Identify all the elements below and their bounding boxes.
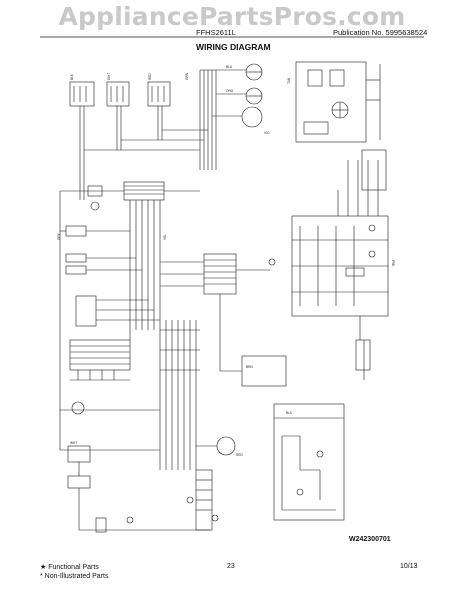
center-connector bbox=[60, 181, 200, 330]
fan-motor-symbols bbox=[241, 63, 263, 128]
compressor-motor bbox=[195, 436, 236, 531]
svg-text:ORG: ORG bbox=[226, 89, 234, 93]
mid-bus bbox=[69, 330, 131, 381]
functional-parts-legend: ★ Functional Parts bbox=[40, 564, 99, 571]
svg-text:RED: RED bbox=[148, 73, 152, 80]
svg-text:GRN: GRN bbox=[185, 72, 189, 80]
left-components bbox=[59, 185, 160, 450]
revision-date: 10/13 bbox=[400, 563, 418, 570]
page-number: 23 bbox=[227, 563, 235, 570]
svg-text:YEL: YEL bbox=[163, 234, 167, 240]
page-title: WIRING DIAGRAM bbox=[196, 42, 271, 52]
main-harness bbox=[79, 69, 246, 200]
model-number: FFHS2611L bbox=[196, 28, 236, 37]
svg-text:TAN: TAN bbox=[287, 77, 291, 84]
svg-text:BRN: BRN bbox=[246, 365, 253, 369]
site-watermark: AppliancePartsPros.com bbox=[58, 2, 406, 31]
svg-text:PNK: PNK bbox=[391, 260, 395, 267]
drawing-code: W242300701 bbox=[349, 536, 391, 543]
control-board-top-right bbox=[295, 61, 381, 143]
svg-text:RED: RED bbox=[236, 453, 243, 457]
non-illustrated-parts-legend: * Non-Illustrated Parts bbox=[40, 573, 109, 580]
svg-text:BLK: BLK bbox=[70, 73, 74, 80]
svg-text:BLU: BLU bbox=[226, 65, 233, 69]
mechanical-components-schematic bbox=[273, 403, 345, 521]
svg-text:GRY: GRY bbox=[57, 232, 61, 240]
svg-text:WHT: WHT bbox=[70, 441, 77, 445]
bottom-left-components bbox=[67, 401, 219, 533]
svg-text:VIO: VIO bbox=[264, 131, 270, 135]
svg-text:WHT: WHT bbox=[107, 73, 111, 80]
center-right-module bbox=[160, 253, 287, 387]
svg-text:BLK: BLK bbox=[286, 411, 293, 415]
top-connector-blocks bbox=[69, 81, 171, 107]
right-relay-panel bbox=[291, 149, 389, 380]
lower-harness bbox=[60, 200, 200, 470]
publication-number: Publication No. 5995638524 bbox=[333, 28, 428, 37]
